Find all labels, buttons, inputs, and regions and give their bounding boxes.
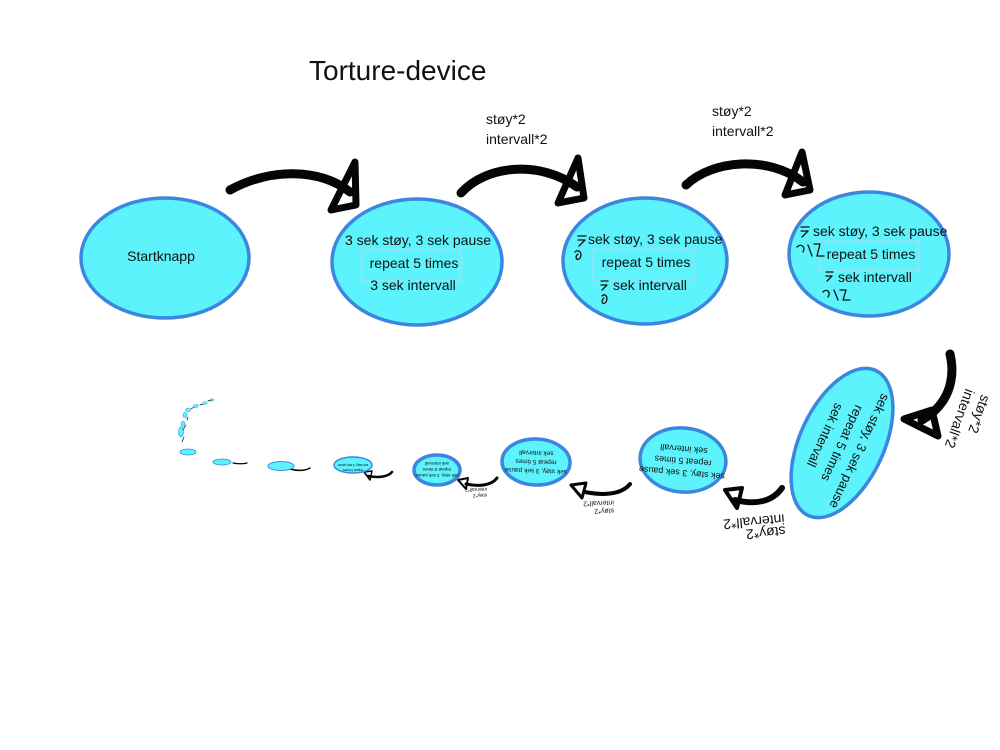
node-stage-6-shape [500,437,572,487]
spiral-node-5 [193,404,199,408]
edge-label-2-line-2: intervall*2 [712,123,774,139]
node-stage-4-rotated: sek støy, 3 sek pause repeat 5 times sek… [789,366,895,520]
node-stage-1: 3 sek støy, 3 sek pause repeat 5 times 3… [330,197,504,327]
node-stage-3-line-2: repeat 5 times [827,246,916,262]
node-stage-1-line-2: repeat 5 times [370,255,459,271]
arrow-stage-2-to-stage-3 [681,148,814,199]
node-stage-6-line-3: sek intervall [519,448,554,456]
arrow-stage-7-left [363,470,394,481]
node-stage-3-shape [787,190,951,318]
edge-label-rotated-3-line-2: intervall*2 [583,499,614,507]
edge-label-rotated-3-line-1: støy*2 [594,507,614,515]
node-stage-7-line-1: sek støy, 3 sek pause [415,473,459,478]
node-stage-3-line-3: sek intervall [838,269,912,285]
node-stage-6-line-2: repeat 5 times [515,457,557,465]
node-stage-5-line-2: repeat 5 times [654,453,712,468]
node-stage-5-shape [638,426,728,494]
arrow-stage-1-to-stage-2 [456,154,588,207]
node-stage-9-shape [267,461,295,471]
edge-label-1-line-2: intervall*2 [486,131,548,147]
node-stage-7-line-2: repeat 5 times [422,467,451,472]
node-stage-11-rotated [179,448,197,456]
node-stage-10-shape [212,458,232,466]
edge-label-rotated-2-line-2: intervall*2 [722,511,785,532]
node-stage-9-rotated [267,461,295,471]
arrow-stage-6-left [457,476,499,490]
spiral-tail [178,398,215,443]
node-stage-6-rotated: sek støy, 3 sek pause repeat 5 times sek… [500,437,572,487]
arrow-stage-5-left [569,481,632,500]
node-stage-5-line-3: sek intervall [660,442,708,456]
edge-label-rotated-2-line-1: støy*2 [745,523,786,542]
edge-label-rotated-4-line-1: støy*2 [473,492,488,498]
spiral-node-2 [180,420,186,428]
node-stage-2-line-2: repeat 5 times [602,254,691,270]
node-stage-2-line-1: sek støy, 3 sek pause [588,231,723,247]
node-stage-8-shape [333,456,373,474]
spiral-node-6 [202,401,208,405]
node-stage-10-rotated [212,458,232,466]
node-stage-8-line-1: sek støy, 3 sek pause [337,463,368,467]
node-stage-7-line-3: sek intervall [425,461,449,466]
edge-label-1-line-1: støy*2 [486,111,526,127]
node-stage-1-line-3: 3 sek intervall [370,277,456,293]
edge-label-rotated-3: støy*2 intervall*2 [583,499,614,515]
node-stage-3: sek støy, 3 sek pause repeat 5 times sek… [787,190,951,318]
node-stage-7-rotated: sek støy, 3 sek pause repeat 5 times sek… [412,453,462,487]
arrow-stage-4-left [723,485,785,510]
edge-label-2: støy*2 intervall*2 [712,103,774,139]
arrow-stage-8-left [289,467,311,472]
edge-label-1: støy*2 intervall*2 [486,111,548,147]
stage-2-scribble-a [574,235,587,261]
arrow-start-to-stage-1 [225,158,360,214]
node-stage-2-shape [561,196,729,326]
node-stage-4-shape [789,366,895,520]
node-stage-5-rotated: sek støy, 3 sek pause repeat 5 times sek… [638,426,728,494]
node-startknapp-shape [79,196,251,320]
arrow-stage-9-left [232,462,248,465]
node-startknapp: Startknapp [79,196,251,320]
edge-label-rotated-4-line-2: intervall*2 [465,486,487,493]
node-stage-1-shape [330,197,504,327]
node-stage-6-line-1: sek støy, 3 sek pause [504,466,567,475]
stage-3-scribble-b [822,271,851,301]
node-stage-7-shape [412,453,462,487]
node-startknapp-label: Startknapp [127,248,195,264]
spiral-node-1 [178,426,184,438]
node-stage-2-line-3: sek intervall [613,277,687,293]
edge-label-rotated-4: støy*2 intervall*2 [465,486,488,498]
node-stage-8-rotated: sek støy, 3 sek pause repeat 5 times [333,456,373,474]
spiral-node-3 [182,411,188,419]
node-stage-8-line-2: repeat 5 times [342,468,363,472]
spiral-node-4 [185,407,191,413]
edge-label-rotated-2: støy*2 intervall*2 [722,511,786,542]
edge-label-2-line-1: støy*2 [712,103,752,119]
node-stage-1-line-1: 3 sek støy, 3 sek pause [345,232,491,248]
node-stage-3-line-1: sek støy, 3 sek pause [813,223,948,239]
stage-2-scribble-b [600,280,609,305]
arrow-stage-3-down [900,349,957,440]
node-stage-11-shape [179,448,197,456]
node-stage-2: sek støy, 3 sek pause repeat 5 times sek… [561,196,729,326]
diagram-title: Torture-device [309,55,486,86]
stage-3-scribble-a [796,226,825,257]
